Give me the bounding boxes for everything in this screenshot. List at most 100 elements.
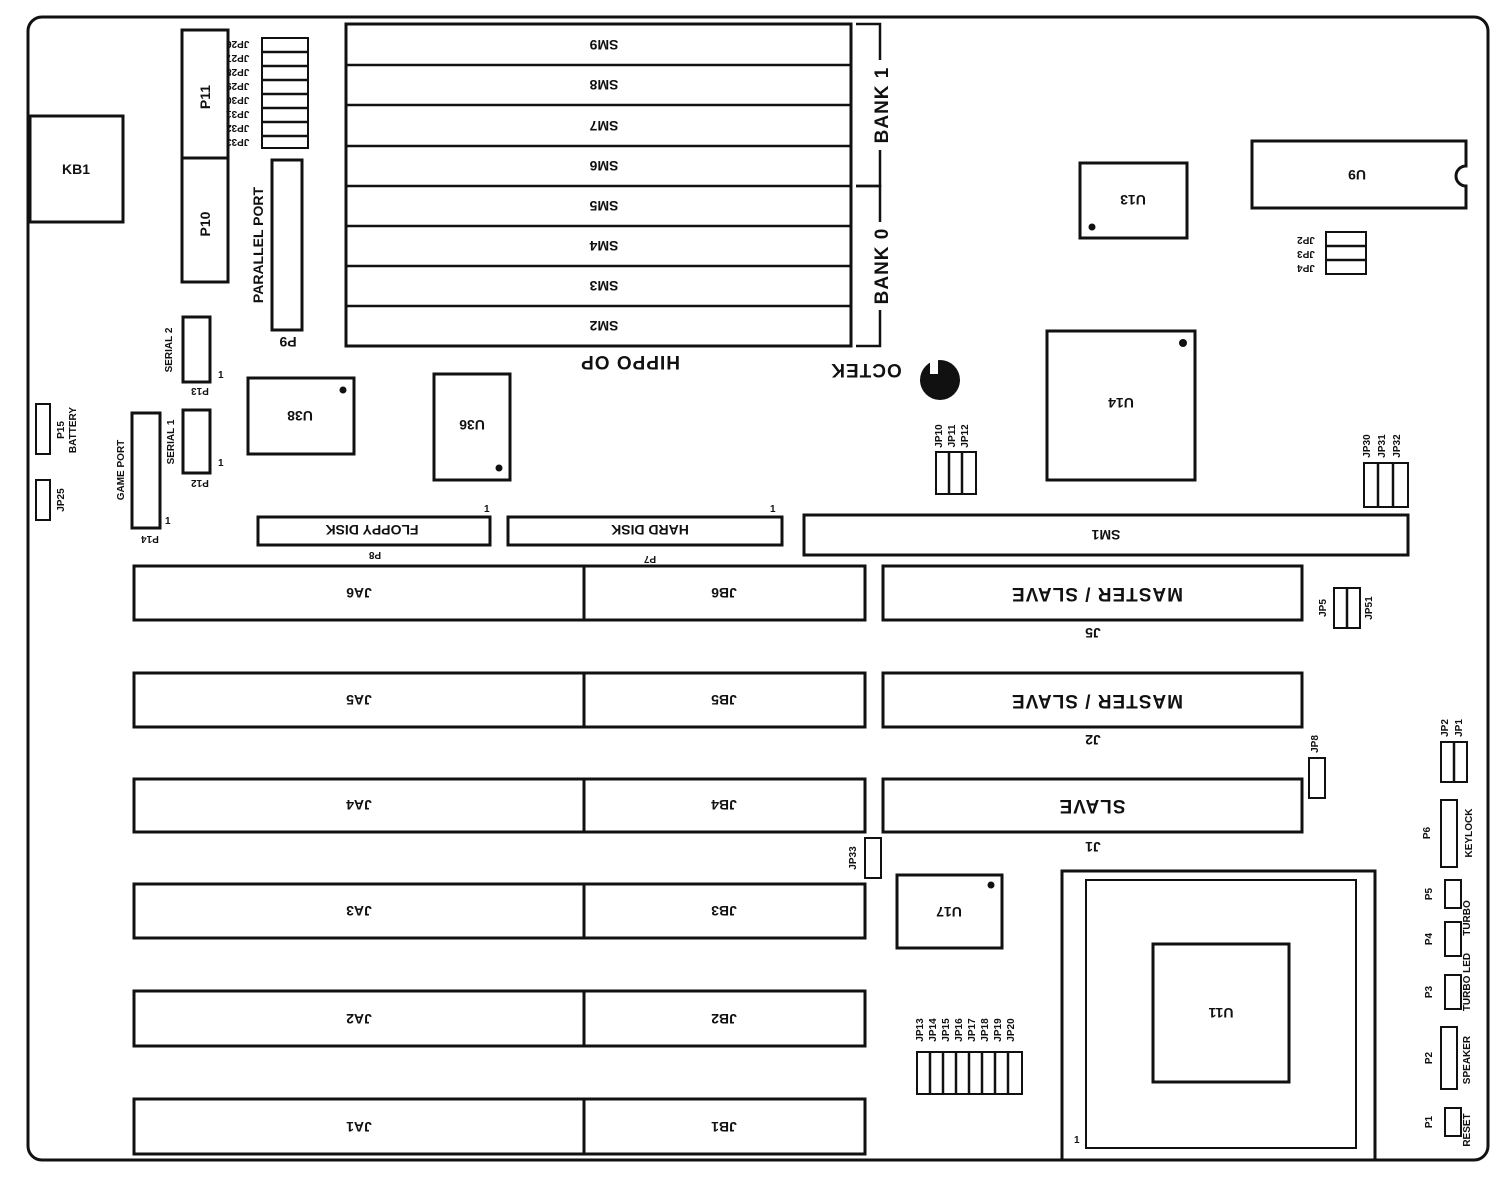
parallel-port-header: PARALLEL PORT P9 — [250, 158, 304, 350]
ja1-label: JA1 — [346, 1119, 372, 1135]
jumper-jp8: JP8 — [1308, 735, 1326, 799]
jp1-label: JP1 — [1454, 719, 1465, 737]
speaker-header: P2 SPEAKER — [1424, 1026, 1473, 1090]
jumper-block-bottom: JP13 JP14 JP15 JP16 JP17 JP18 JP19 JP20 — [915, 1018, 1023, 1095]
chip-u9: U9 — [1250, 139, 1468, 210]
jp-label: JP12 — [960, 424, 971, 448]
jb5-label: JB5 — [711, 692, 737, 708]
model-label: HIPPO OP — [580, 351, 680, 372]
jp-label: JP13 — [915, 1018, 926, 1042]
simm-label: SM3 — [589, 278, 618, 294]
jp25-label: JP25 — [56, 488, 67, 512]
jp-label: JP28 — [226, 66, 250, 77]
p12-label: P12 — [191, 477, 209, 488]
p2-label: P2 — [1424, 1051, 1435, 1064]
p9-label: P9 — [279, 334, 296, 350]
u38-label: U38 — [287, 408, 313, 424]
serial-1-header: SERIAL 1 P12 1 — [166, 408, 224, 488]
jp-label: JP19 — [993, 1018, 1004, 1042]
jp51-label: JP51 — [1364, 596, 1375, 620]
jp33-label: JP33 — [848, 846, 859, 870]
jp-label: JP11 — [947, 424, 958, 447]
jp-label: JP3 — [1297, 248, 1315, 259]
battery-label: BATTERY — [68, 407, 79, 453]
floppy-disk-header: FLOPPY DISK P8 1 — [256, 504, 492, 560]
isa-slot-row-6: JA6 JB6 — [132, 564, 867, 622]
chip-u36: U36 — [432, 372, 512, 482]
ja6-label: JA6 — [346, 585, 372, 601]
p3-label: P3 — [1424, 985, 1435, 998]
jp-label: JP18 — [980, 1018, 991, 1042]
reset-header: P1 RESET — [1424, 1107, 1473, 1147]
slot-j2: MASTER / SLAVE J2 — [881, 671, 1304, 748]
simm-label: SM8 — [589, 77, 618, 93]
kb1-label: KB1 — [62, 161, 90, 177]
p5-label: P5 — [1424, 887, 1435, 900]
jp-label: JP17 — [967, 1018, 978, 1042]
isa-slot-row-2: JA2 JB2 — [132, 989, 867, 1048]
turbo-label: TURBO — [1462, 900, 1473, 936]
u11-label: U11 — [1208, 1005, 1233, 1021]
jp-label: JP20 — [1006, 1018, 1017, 1042]
jp-label: JP2 — [1297, 234, 1315, 245]
jb4-label: JB4 — [711, 797, 737, 813]
simm-label: SM4 — [589, 238, 618, 254]
ja5-label: JA5 — [346, 692, 372, 708]
slot-j5: MASTER / SLAVE J5 — [881, 564, 1304, 641]
chip-u13: U13 — [1078, 161, 1189, 240]
j1-text: SLAVE — [1059, 795, 1126, 816]
jp-label: JP10 — [934, 424, 945, 448]
simm-bank: SM9 SM8 SM7 SM6 SM5 SM4 SM3 SM2 — [344, 22, 853, 348]
u36-label: U36 — [459, 417, 485, 433]
jp-label: JP30 — [226, 94, 250, 105]
chip-u17: U17 — [895, 873, 1004, 950]
jumper-jp5: JP5 JP51 — [1318, 587, 1375, 629]
simm-label: SM5 — [589, 198, 618, 214]
jp-label: JP33 — [226, 136, 250, 147]
speaker-label: SPEAKER — [1462, 1035, 1473, 1084]
power-connector-p11: P11 — [180, 28, 230, 160]
pin-1-marker: 1 — [1074, 1135, 1080, 1146]
bank-0-label: BANK 0 — [872, 228, 893, 305]
jumper-block-jp10: JP10 JP11 JP12 — [934, 424, 977, 495]
jp-label: JP32 — [1392, 434, 1403, 458]
jumper-block-jp2: JP2 JP3 JP4 — [1297, 231, 1367, 275]
u13-label: U13 — [1120, 192, 1146, 208]
jp-label: JP15 — [941, 1018, 952, 1042]
simm-label: SM7 — [589, 118, 618, 134]
jp-label: JP4 — [1297, 262, 1315, 273]
j1-label: J1 — [1085, 839, 1101, 855]
p1-label: P1 — [1424, 1115, 1435, 1128]
u14-label: U14 — [1108, 395, 1134, 411]
chip-u14: U14 — [1045, 329, 1197, 482]
jp-label: JP31 — [1377, 434, 1388, 458]
bank-1-label: BANK 1 — [872, 67, 893, 144]
simm-sm1: SM1 — [802, 513, 1410, 557]
brand-label: OCTEK — [830, 359, 902, 380]
isa-slot-row-3: JA3 JB3 — [132, 882, 867, 940]
jp2-label: JP2 — [1440, 719, 1451, 737]
jp5-label: JP5 — [1318, 599, 1329, 617]
p11-label: P11 — [197, 85, 213, 109]
jumper-jp25: JP25 — [35, 479, 67, 521]
octek-logo — [920, 360, 960, 400]
ja2-label: JA2 — [346, 1011, 372, 1027]
floppy-disk-label: FLOPPY DISK — [325, 522, 418, 538]
p14-label: P14 — [141, 533, 159, 544]
serial-2-label: SERIAL 2 — [164, 327, 175, 372]
battery-header: BATTERY P15 — [35, 403, 79, 455]
jp-label: JP31 — [226, 108, 250, 119]
jumper-block-jp30: JP30 JP31 JP32 — [1362, 434, 1409, 508]
game-port-label: GAME PORT — [116, 440, 127, 501]
jumper-jp2-jp1: JP2 JP1 — [1440, 719, 1468, 783]
u9-label: U9 — [1348, 167, 1366, 183]
ja3-label: JA3 — [346, 903, 372, 919]
chip-u38: U38 — [246, 376, 356, 456]
p10-label: P10 — [197, 211, 213, 236]
isa-slot-row-1: JA1 JB1 — [132, 1097, 867, 1156]
reset-label: RESET — [1462, 1113, 1473, 1146]
hard-disk-label: HARD DISK — [611, 522, 689, 538]
p13-label: P13 — [191, 385, 209, 396]
jp-label: JP29 — [226, 80, 250, 91]
